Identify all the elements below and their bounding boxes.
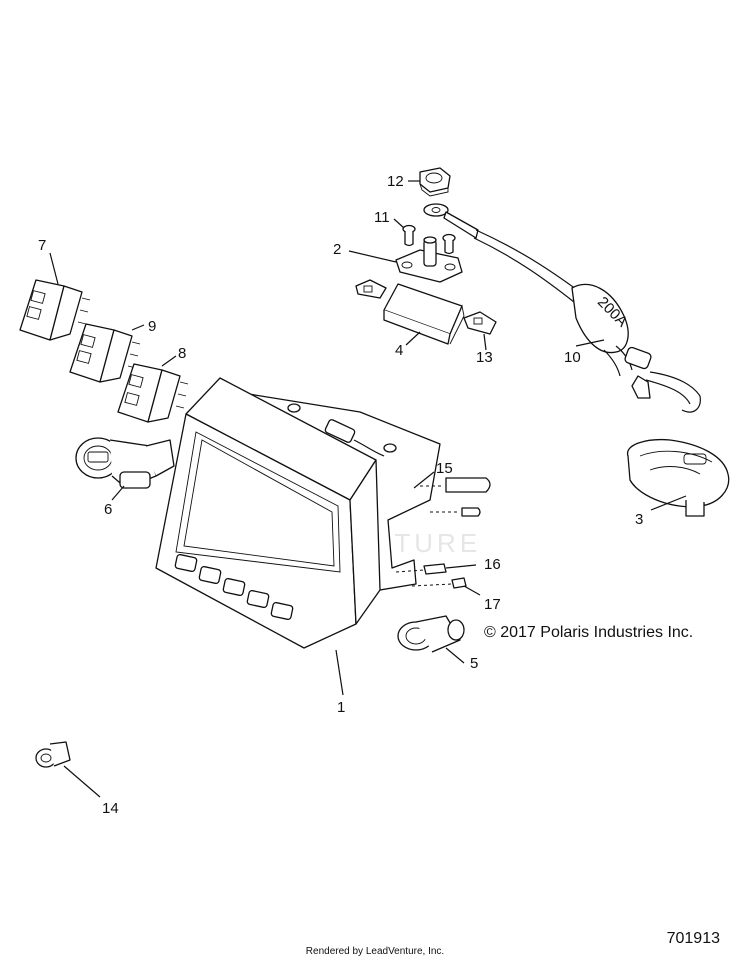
part-8-rocker-switch[interactable] — [117, 363, 189, 423]
callout-3: 3 — [635, 511, 643, 528]
copyright-notice: © 2017 Polaris Industries Inc. — [484, 624, 694, 641]
callout-13: 13 — [476, 349, 493, 366]
callout-15: 15 — [436, 460, 453, 477]
leader-lines — [49, 180, 687, 798]
callout-12: 12 — [387, 173, 404, 190]
render-credit: Rendered by LeadVenture, Inc. — [305, 946, 445, 957]
callout-7: 7 — [38, 237, 46, 254]
part-17-fastener[interactable] — [411, 577, 467, 589]
callout-4: 4 — [395, 342, 403, 359]
part-4-bracket[interactable] — [383, 283, 465, 345]
part-2-stud-block[interactable] — [395, 236, 463, 283]
callout-6: 6 — [104, 501, 112, 518]
drawing-number: 701913 — [666, 930, 720, 947]
part-5-power-outlet[interactable] — [397, 615, 465, 653]
part-15-pin[interactable] — [420, 477, 491, 517]
part-7-rocker-switch[interactable] — [19, 279, 91, 341]
callout-2: 2 — [333, 241, 341, 258]
callout-14: 14 — [102, 800, 119, 817]
clip-left[interactable] — [355, 279, 387, 299]
part-6-key-switch[interactable] — [75, 437, 175, 489]
part-13-clip[interactable] — [463, 311, 497, 335]
part-9-rocker-switch[interactable] — [69, 323, 141, 383]
part-10-cable[interactable]: 200A — [423, 203, 701, 413]
callout-labels: 12 11 2 7 9 8 4 13 10 15 6 3 16 17 5 1 1… — [38, 173, 643, 817]
part-11-screws[interactable] — [402, 224, 456, 255]
callout-1: 1 — [337, 699, 345, 716]
part-14-bushing[interactable] — [35, 741, 71, 768]
callout-5: 5 — [470, 655, 478, 672]
callout-17: 17 — [484, 596, 501, 613]
callout-9: 9 — [148, 318, 156, 335]
part-12-nut[interactable] — [419, 167, 451, 197]
part-3-cover[interactable] — [627, 438, 730, 517]
callout-11: 11 — [374, 209, 390, 226]
callout-16: 16 — [484, 556, 501, 573]
callout-8: 8 — [178, 345, 186, 362]
part-1-display[interactable] — [155, 377, 441, 649]
part-16-fastener[interactable] — [395, 563, 447, 575]
callout-10: 10 — [564, 349, 581, 366]
